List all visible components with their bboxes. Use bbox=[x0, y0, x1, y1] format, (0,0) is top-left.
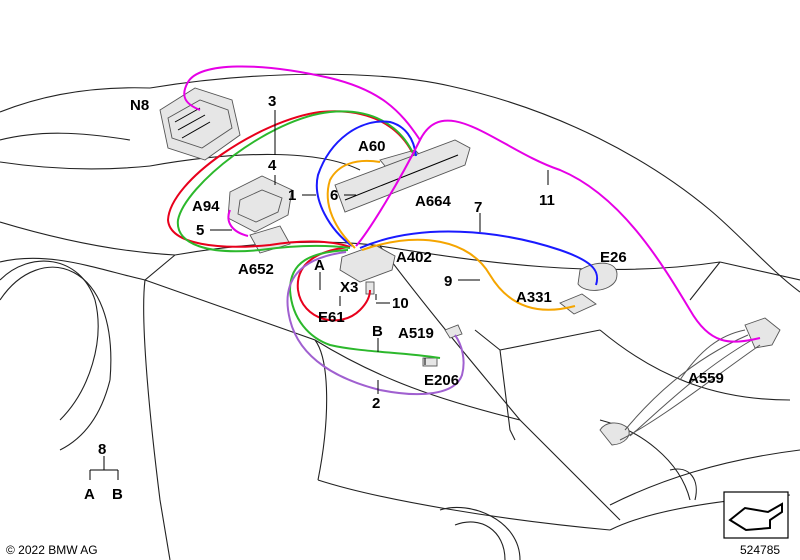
label-a652: A652 bbox=[238, 261, 274, 278]
label-3: 3 bbox=[268, 93, 276, 110]
wire-magenta bbox=[183, 65, 761, 343]
leader-lines bbox=[89, 110, 549, 480]
label-x3: X3 bbox=[340, 279, 358, 296]
label-n8: N8 bbox=[130, 97, 149, 114]
label-e61: E61 bbox=[318, 309, 345, 326]
component-n8 bbox=[159, 87, 241, 161]
label-legend-a: A bbox=[84, 486, 95, 503]
label-a402: A402 bbox=[396, 249, 432, 266]
label-a664: A664 bbox=[415, 193, 452, 210]
label-a94: A94 bbox=[192, 198, 220, 215]
copyright: © 2022 BMW AG bbox=[6, 543, 98, 557]
label-10: 10 bbox=[392, 295, 409, 312]
wire-orange bbox=[326, 160, 576, 311]
label-2: 2 bbox=[372, 395, 380, 412]
component-a94 bbox=[227, 175, 293, 233]
label-a60: A60 bbox=[358, 138, 386, 155]
component-a402 bbox=[339, 244, 396, 283]
image-number: 524785 bbox=[740, 543, 780, 557]
image-number-badge: 524785 bbox=[723, 491, 789, 557]
label-9: 9 bbox=[444, 273, 452, 290]
car-outline bbox=[0, 73, 800, 560]
wire-blue bbox=[315, 120, 599, 286]
component-e206 bbox=[422, 357, 438, 367]
label-6: 6 bbox=[330, 187, 338, 204]
car-outline-icon bbox=[728, 502, 783, 532]
component-a559 bbox=[599, 317, 781, 446]
wire-violet bbox=[286, 251, 465, 396]
label-b: B bbox=[372, 323, 383, 340]
component-labels: N8 3 4 A60 1 6 A664 11 7 A94 5 A652 A A4… bbox=[84, 93, 724, 503]
label-11: 11 bbox=[539, 192, 555, 209]
component-a519 bbox=[444, 324, 463, 339]
label-legend-b: B bbox=[112, 486, 123, 503]
label-a: A bbox=[314, 257, 325, 274]
label-a331: A331 bbox=[516, 289, 552, 306]
label-5: 5 bbox=[196, 222, 204, 239]
component-a331 bbox=[559, 293, 597, 315]
component-a664 bbox=[334, 139, 471, 213]
label-4: 4 bbox=[268, 157, 277, 174]
label-e26: E26 bbox=[600, 249, 627, 266]
label-8: 8 bbox=[98, 441, 106, 458]
label-1: 1 bbox=[288, 187, 296, 204]
label-7: 7 bbox=[474, 199, 482, 216]
label-e206: E206 bbox=[424, 372, 459, 389]
label-a519: A519 bbox=[398, 325, 434, 342]
label-a559: A559 bbox=[688, 370, 724, 387]
wire-green bbox=[176, 110, 441, 359]
